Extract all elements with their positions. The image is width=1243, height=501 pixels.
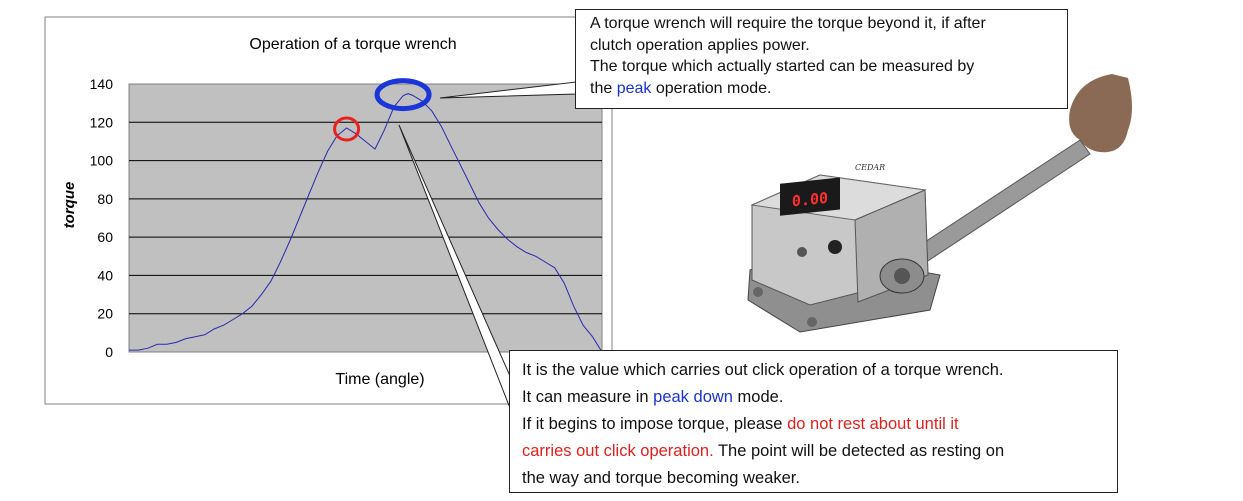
y-tick-label: 100 [90, 153, 114, 169]
callout-top: A torque wrench will require the torque … [575, 9, 1068, 109]
warning-text-2: carries out click operation. [522, 442, 714, 460]
bolt [753, 287, 763, 297]
peak-point-marker [374, 78, 432, 112]
plot-area [128, 83, 603, 353]
chart-title: Operation of a torque wrench [249, 36, 456, 53]
y-tick-label: 60 [97, 229, 113, 245]
y-tick-label: 20 [97, 306, 113, 322]
callout-bottom-line2-pre: It can measure in [522, 388, 654, 406]
peak-mode-text: peak [616, 79, 652, 97]
brand-label: CEDAR [855, 163, 885, 172]
callout-bottom-line3: If it begins to impose torque, please do… [522, 411, 1107, 438]
bolt [807, 317, 817, 327]
callout-bottom-line4: carries out click operation. The point w… [522, 438, 1107, 465]
tester-knob [828, 240, 842, 254]
callout-top-line4: the peak operation mode. [590, 78, 1055, 100]
markers [333, 78, 432, 142]
gridlines [129, 121, 602, 315]
callout-top-line1: A torque wrench will require the torque … [590, 15, 986, 32]
socket [894, 268, 910, 284]
y-tick-labels: 0 20 40 60 80 100 120 140 [90, 76, 114, 360]
click-point-marker [333, 116, 361, 142]
warning-text-1: do not rest about until it [787, 415, 959, 433]
callout-bottom-line4-post: The point will be detected as resting on [713, 442, 1005, 460]
peak-down-mode-text: peak down [653, 388, 733, 406]
callout-bottom: It is the value which carries out click … [509, 350, 1118, 493]
tester-display [780, 177, 840, 216]
torque-tester-photo: 0.00 CEDAR [747, 74, 1132, 333]
callout-top-line3: The torque which actually started can be… [590, 58, 975, 75]
callout-top-line2: clutch operation applies power. [590, 36, 810, 54]
series-line [129, 93, 603, 353]
callout-bottom-line2: It can measure in peak down mode. [522, 384, 1107, 411]
callout-top-line4-post: operation mode. [651, 79, 772, 97]
hand [1069, 74, 1132, 153]
callout-bottom-line1: It is the value which carries out click … [522, 361, 1004, 379]
y-tick-label: 140 [90, 76, 114, 92]
callout-top-line4-pre: the [590, 79, 617, 97]
callout-bottom-line2-post: mode. [732, 388, 784, 406]
x-axis-label: Time (angle) [335, 371, 424, 388]
y-tick-label: 40 [97, 267, 113, 283]
y-tick-label: 0 [105, 344, 113, 360]
display-reading: 0.00 [792, 189, 828, 211]
y-tick-label: 120 [90, 114, 114, 130]
y-axis-label: torque [61, 182, 78, 229]
tester-button [797, 247, 807, 257]
y-tick-label: 80 [97, 191, 113, 207]
callout-bottom-line3-pre: If it begins to impose torque, please [522, 415, 788, 433]
callout-bottom-line5: the way and torque becoming weaker. [522, 469, 800, 487]
